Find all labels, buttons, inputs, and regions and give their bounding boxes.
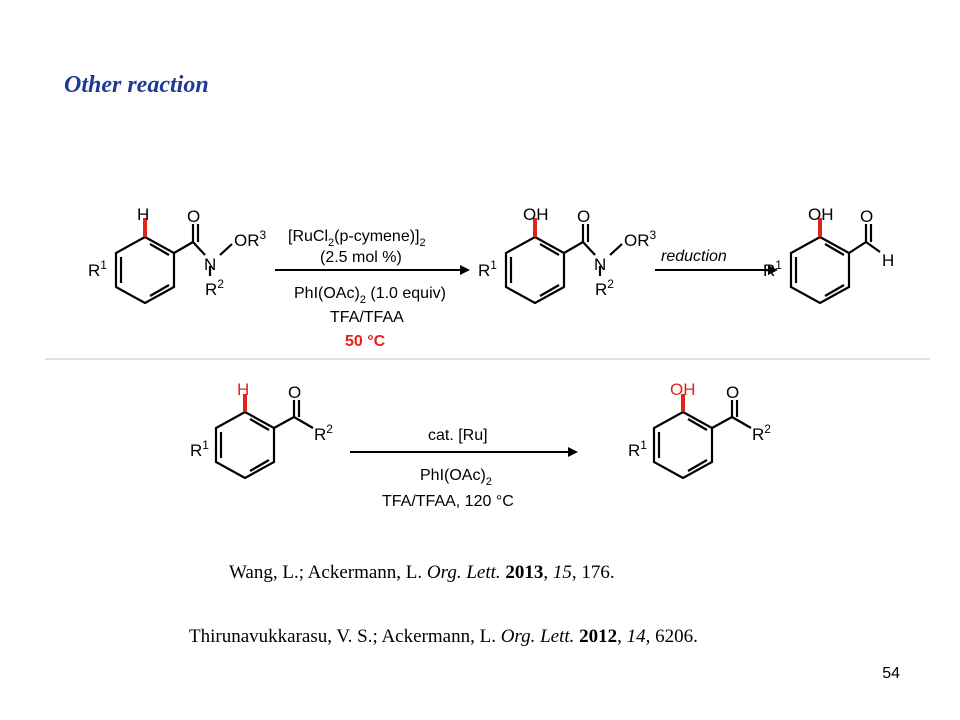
sm-r1-label: R [88,261,100,280]
scheme1-starting-material [114,218,233,305]
svg-text:PhI(OAc)2 (1.0 equiv): PhI(OAc)2 (1.0 equiv) [294,285,446,306]
scheme1-product [504,218,623,305]
sm-o-label: O [187,207,200,226]
cond2-oxidant: PhI(OAc) [420,467,486,484]
scheme1-product-labels: OH O N OR3 R2 R1 [478,205,657,299]
cond-temperature: 50 °C [345,333,386,350]
scheme2-arrow [350,447,578,457]
svg-text:R2: R2 [205,277,224,299]
cond2-solvent-temp: TFA/TFAA, 120 °C [382,493,514,510]
cond-ru-catalyst: [RuCl [288,228,328,245]
svg-text:R2: R2 [314,422,333,444]
svg-text:R1: R1 [190,438,209,460]
svg-text:R1: R1 [88,258,107,280]
svg-text:O: O [577,207,590,226]
cond2-catalyst: cat. [Ru] [428,427,488,444]
svg-text:O: O [860,207,873,226]
aldehyde-h-label: H [882,251,894,270]
svg-text:R1: R1 [478,258,497,280]
svg-text:OH: OH [808,205,834,224]
product-oh-label: OH [523,205,549,224]
svg-text:O: O [726,383,739,402]
cond-oxidant: PhI(OAc) [294,285,360,302]
sm-h-label: H [137,205,149,224]
scheme1-aldehyde-labels: OH O H R1 [763,205,894,280]
reference-2: Thirunavukkarasu, V. S.; Ackermann, L. O… [189,626,698,647]
reduction-label: reduction [661,248,727,265]
svg-text:PhI(OAc)2: PhI(OAc)2 [420,467,492,488]
scheme2-sm-labels: H O R2 R1 [190,380,333,460]
scheme2-product-labels: OH O R2 R1 [628,380,771,460]
scheme2-starting-material [214,394,314,480]
svg-text:[RuCl2(p-cymene)]2: [RuCl2(p-cymene)]2 [288,228,426,249]
cond-loading: (2.5 mol %) [320,249,402,266]
scheme2-product [652,394,752,480]
svg-text:R1: R1 [628,438,647,460]
sm-n-label: N [204,255,216,274]
sm-or-label: OR [234,231,260,250]
svg-text:N: N [594,255,606,274]
scheme1-conditions: [RuCl2(p-cymene)]2 (2.5 mol %) PhI(OAc)2… [288,228,446,350]
scheme1-sm-labels: H O N OR3 R2 R1 [88,205,267,299]
cond-solvent: TFA/TFAA [330,309,404,326]
page-number: 54 [882,665,900,682]
svg-text:OH: OH [670,380,696,399]
scheme1-arrow1 [275,265,470,275]
svg-text:OR3: OR3 [624,228,657,250]
svg-text:R2: R2 [595,277,614,299]
svg-text:OR3: OR3 [234,228,267,250]
scheme2-conditions: cat. [Ru] PhI(OAc)2 TFA/TFAA, 120 °C [382,427,514,510]
reference-1: Wang, L.; Ackermann, L. Org. Lett. 2013,… [229,562,615,583]
scheme1-aldehyde [789,218,881,305]
reaction-schemes: H O N OR3 R2 R1 [RuCl2(p-cymene)]2 (2.5 … [45,205,930,510]
svg-text:R1: R1 [763,258,782,280]
sm-r2-label: R [205,280,217,299]
slide-title: Other reaction [64,72,209,98]
svg-text:H: H [237,380,249,399]
scheme1-arrow2 [655,265,778,275]
svg-text:R2: R2 [752,422,771,444]
svg-text:O: O [288,383,301,402]
